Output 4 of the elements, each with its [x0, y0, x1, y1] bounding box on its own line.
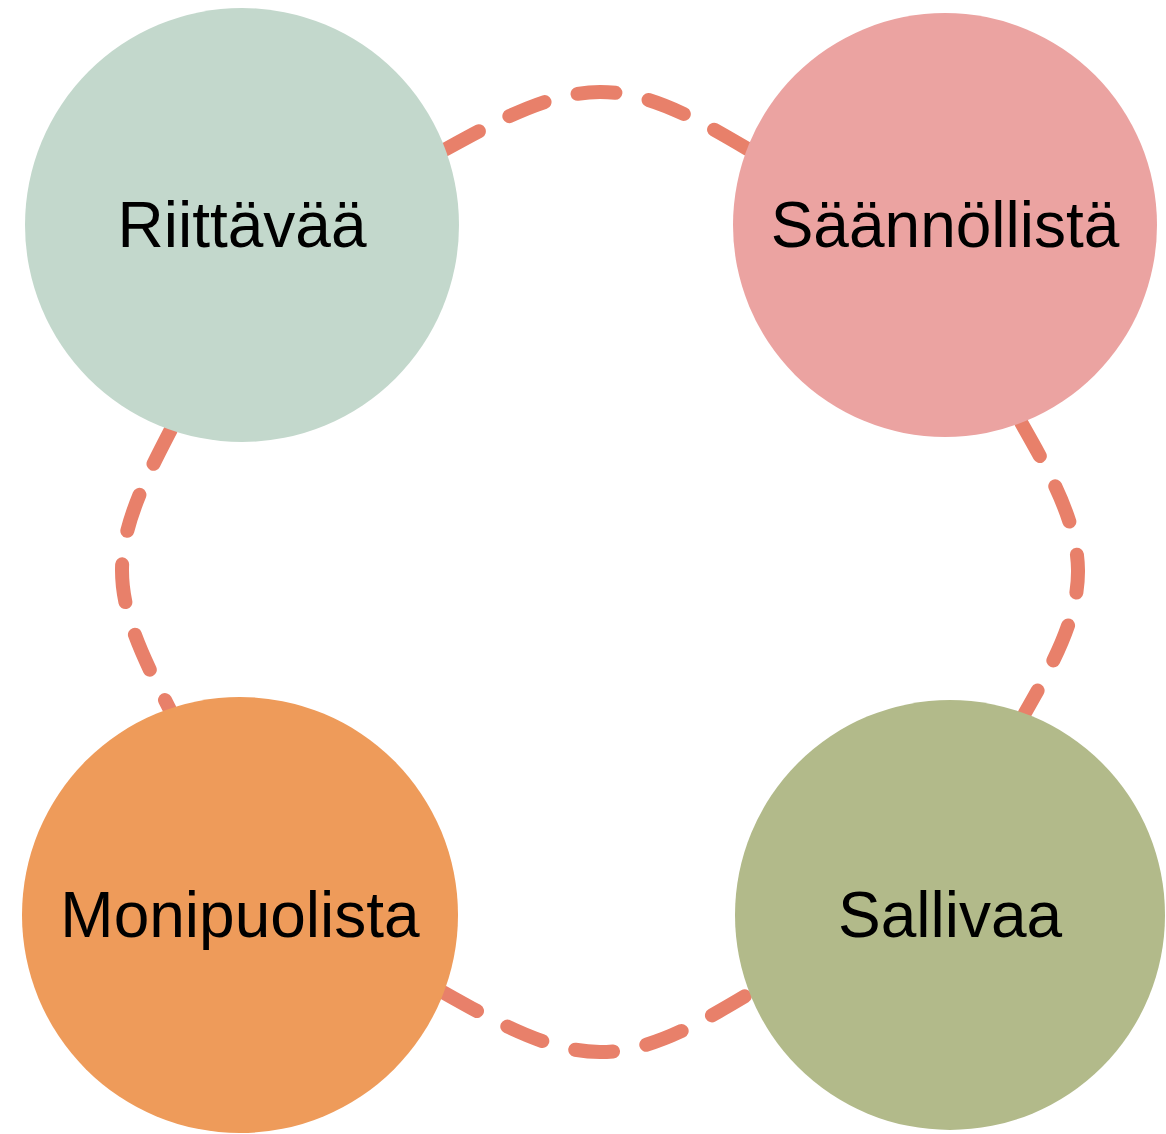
node-label: Riittävää [117, 188, 367, 262]
node-label: Sallivaa [837, 878, 1063, 952]
node-label: Monipuolista [60, 878, 420, 952]
node-label: Säännöllistä [770, 188, 1120, 262]
